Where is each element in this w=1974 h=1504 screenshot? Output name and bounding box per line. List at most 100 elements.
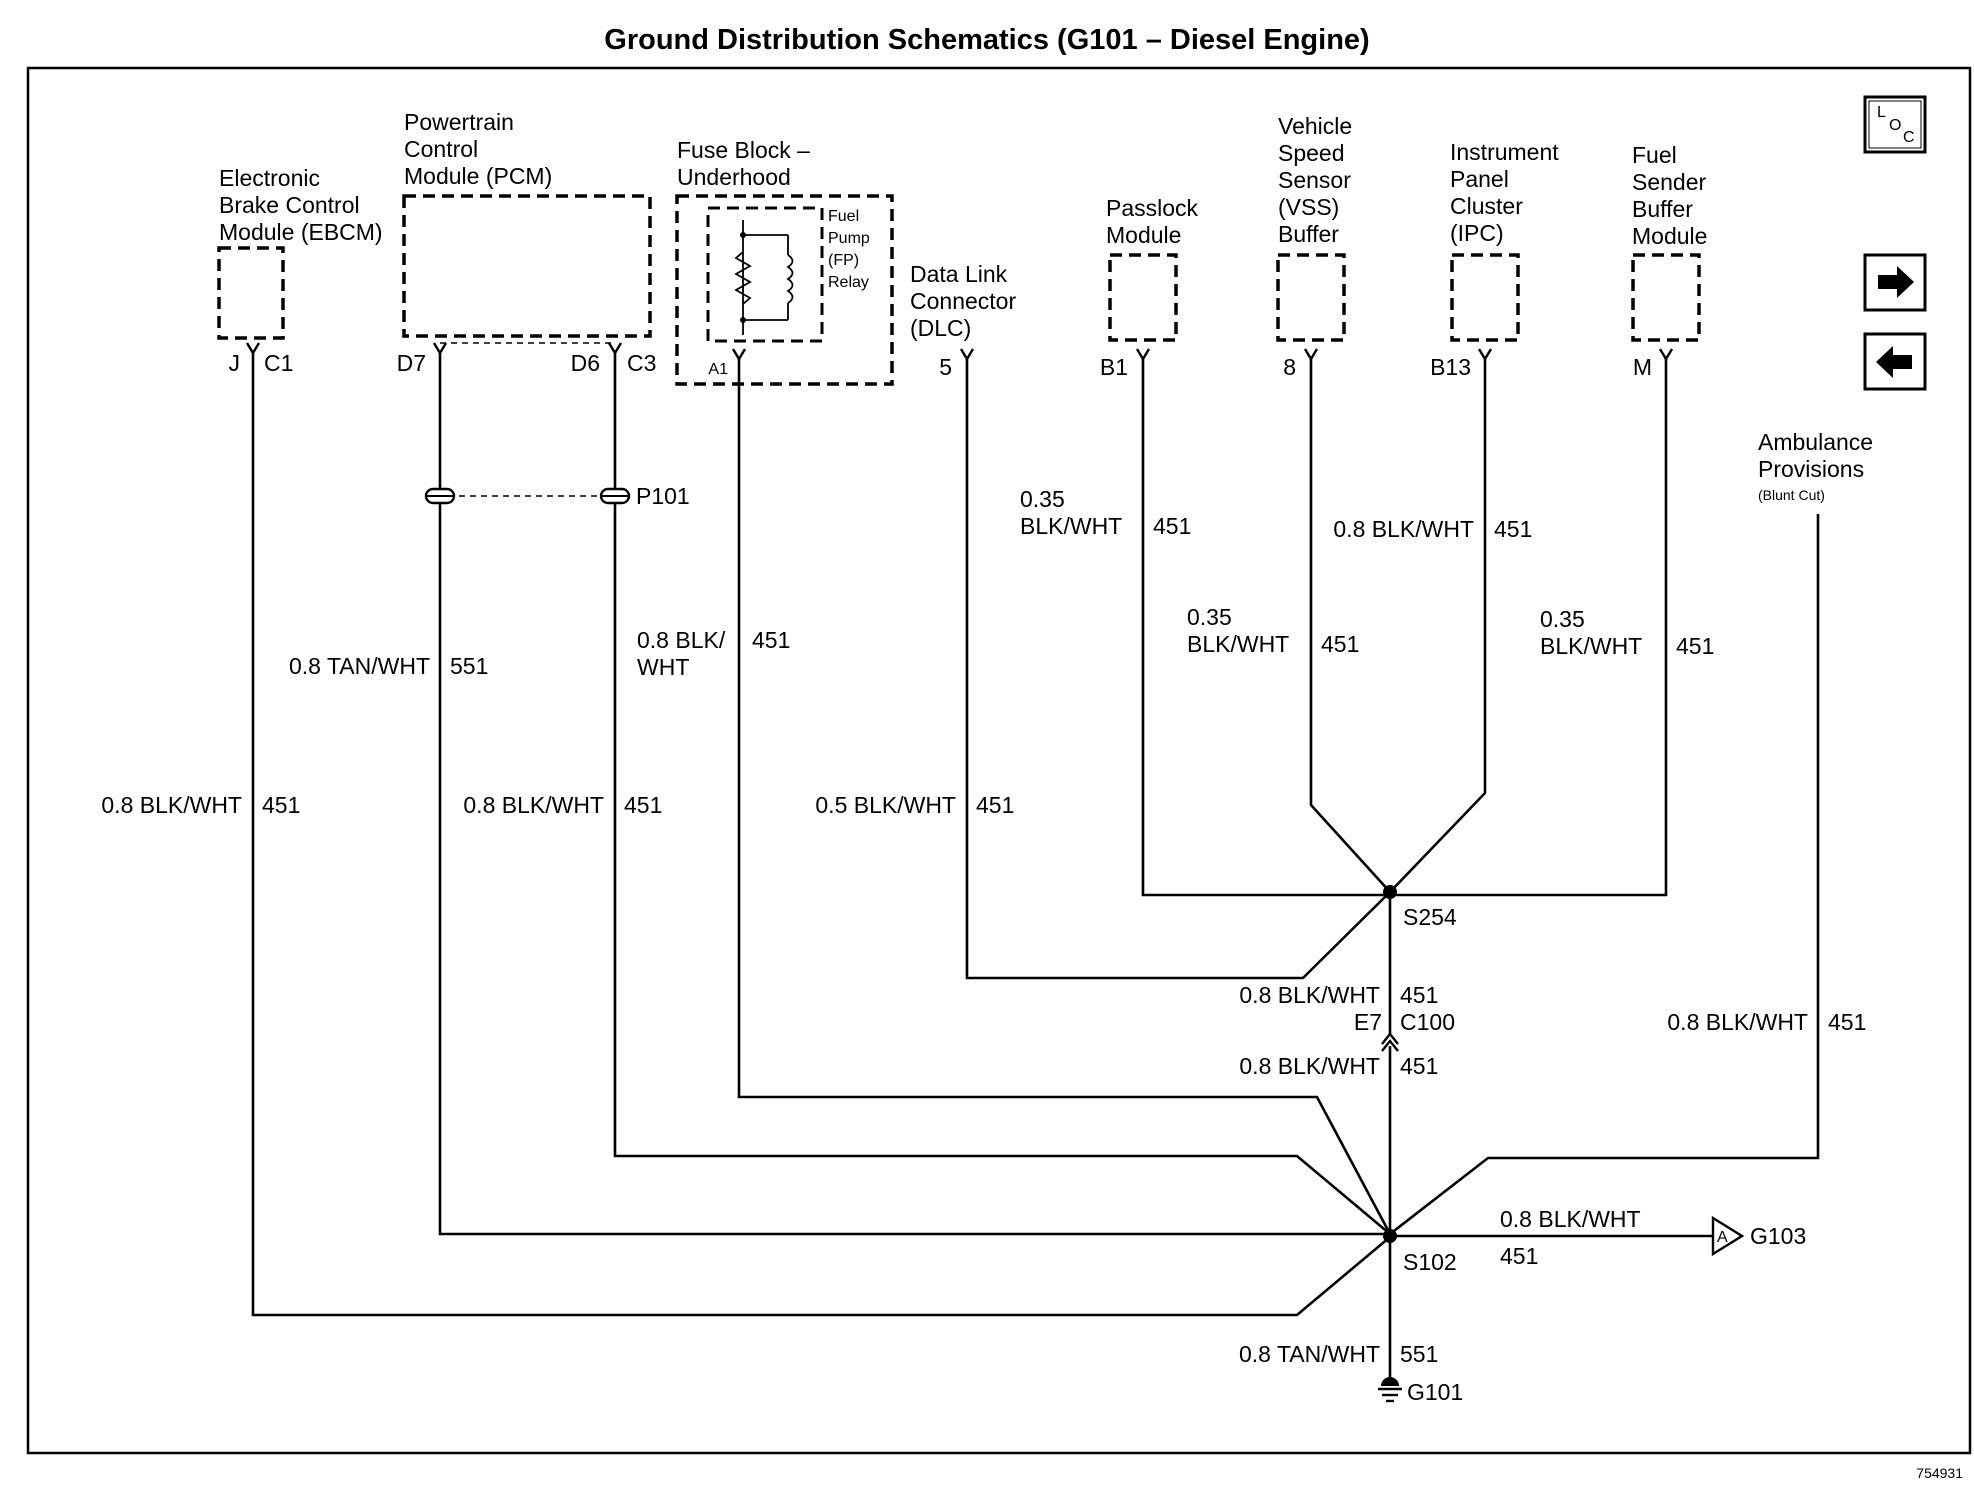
g101-wire-circuit: 551 bbox=[1400, 1341, 1438, 1367]
next-page-button[interactable] bbox=[1863, 253, 1927, 312]
pcm-module: Powertrain Control Module (PCM) bbox=[402, 109, 652, 338]
page-title: Ground Distribution Schematics (G101 – D… bbox=[604, 24, 1369, 56]
ipc-wire-color: 0.8 BLK/WHT bbox=[1333, 516, 1474, 542]
pcm-d7-wire-color: 0.8 TAN/WHT bbox=[289, 653, 430, 679]
pcm-pin-c3: C3 bbox=[627, 350, 656, 376]
ebcm-ground-wire bbox=[251, 353, 1391, 1317]
fuse-block-label-line2: Underhood bbox=[677, 164, 791, 190]
c100-s102-wire-color: 0.8 BLK/WHT bbox=[1239, 1053, 1380, 1079]
c100-s102-wire-circuit: 451 bbox=[1400, 1053, 1438, 1079]
svg-text:A: A bbox=[1717, 1229, 1728, 1246]
vss-label-line3: Sensor bbox=[1278, 167, 1351, 193]
pcm-pin-d7: D7 bbox=[397, 350, 426, 376]
ipc-ground-wire bbox=[1389, 359, 1487, 893]
vss-label-line5: Buffer bbox=[1278, 221, 1339, 247]
fuel-sender-wire-color-line2: BLK/WHT bbox=[1540, 633, 1642, 659]
vss-pin-8: 8 bbox=[1283, 354, 1296, 380]
splice-s254 bbox=[1383, 885, 1397, 899]
instrument-panel-cluster: Instrument Panel Cluster (IPC) bbox=[1450, 139, 1559, 342]
fuel-sender-pin-m: M bbox=[1633, 354, 1652, 380]
ipc-label-line4: (IPC) bbox=[1450, 220, 1504, 246]
passlock-wire-circuit: 451 bbox=[1153, 513, 1191, 539]
left-arrow-icon bbox=[1876, 346, 1912, 378]
fuse-block-underhood: Fuse Block – Underhood Fuel Pump (FP) Re… bbox=[675, 137, 894, 386]
g101-wire-color: 0.8 TAN/WHT bbox=[1239, 1341, 1380, 1367]
ambulance-ground-wire bbox=[1389, 514, 1820, 1236]
pcm-label-line3: Module (PCM) bbox=[404, 163, 552, 189]
dlc-pin-5: 5 bbox=[939, 354, 952, 380]
passlock-wire-color-line1: 0.35 bbox=[1020, 486, 1065, 512]
fuel-sender-label-line1: Fuel bbox=[1632, 142, 1677, 168]
ambulance-wire-circuit: 451 bbox=[1828, 1009, 1866, 1035]
g103-label: G103 bbox=[1750, 1223, 1806, 1249]
g103-ref-letter: A bbox=[1717, 1229, 1728, 1246]
c100-pin-e7: E7 bbox=[1354, 1009, 1382, 1035]
ambulance-provisions: Ambulance Provisions (Blunt Cut) bbox=[1758, 429, 1873, 503]
fuse-wire-color-line2: WHT bbox=[637, 654, 689, 680]
ipc-label-line2: Panel bbox=[1450, 166, 1509, 192]
svg-text:L: L bbox=[1877, 104, 1886, 121]
vss-wire-color-line2: BLK/WHT bbox=[1187, 631, 1289, 657]
fuse-wire-circuit: 451 bbox=[752, 627, 790, 653]
vss-buffer: Vehicle Speed Sensor (VSS) Buffer bbox=[1276, 113, 1352, 342]
blunt-cut-note: (Blunt Cut) bbox=[1758, 487, 1825, 503]
svg-text:C: C bbox=[1903, 129, 1915, 146]
pcm-d7-ground-wire bbox=[438, 353, 1390, 1236]
dlc-ground-wire bbox=[965, 359, 1391, 980]
pcm-d6-ground-wire bbox=[613, 353, 1391, 1235]
prev-page-button[interactable] bbox=[1863, 332, 1927, 391]
relay-label-line1: Fuel bbox=[828, 208, 859, 225]
ebcm-label-line1: Electronic bbox=[219, 165, 320, 191]
ipc-label-line3: Cluster bbox=[1450, 193, 1523, 219]
passlock-wire-color-line2: BLK/WHT bbox=[1020, 513, 1122, 539]
s254-label: S254 bbox=[1403, 904, 1457, 930]
fuse-block-label-line1: Fuse Block – bbox=[677, 137, 810, 163]
passlock-label-line2: Module bbox=[1106, 222, 1181, 248]
document-number: 754931 bbox=[1916, 1465, 1963, 1481]
fuel-sender-label-line2: Sender bbox=[1632, 169, 1707, 195]
vss-label-line4: (VSS) bbox=[1278, 194, 1339, 220]
ambulance-label-line2: Provisions bbox=[1758, 456, 1864, 482]
pcm-d6-wire-circuit: 451 bbox=[624, 792, 662, 818]
splice-s102 bbox=[1383, 1229, 1397, 1243]
fuel-sender-label-line3: Buffer bbox=[1632, 196, 1693, 222]
pcm-pin-d6: D6 bbox=[571, 350, 600, 376]
passlock-pin-b1: B1 bbox=[1100, 354, 1128, 380]
fuel-sender-wire-circuit: 451 bbox=[1676, 633, 1714, 659]
fuse-block-pin-a1: A1 bbox=[708, 361, 728, 378]
ipc-label-line1: Instrument bbox=[1450, 139, 1559, 165]
dlc-label-line2: Connector bbox=[910, 288, 1016, 314]
ebcm-pin-j: J bbox=[229, 350, 241, 376]
diagram-frame bbox=[26, 66, 1972, 1455]
ebcm-wire-circuit: 451 bbox=[262, 792, 300, 818]
vss-wire-circuit: 451 bbox=[1321, 631, 1359, 657]
p101-connector: P101 bbox=[424, 483, 690, 509]
passlock-module: Passlock Module bbox=[1106, 195, 1199, 342]
pcm-label-line2: Control bbox=[404, 136, 478, 162]
pcm-d7-wire-circuit: 551 bbox=[450, 653, 488, 679]
ebcm-pin-c1: C1 bbox=[264, 350, 293, 376]
ambulance-wire-color: 0.8 BLK/WHT bbox=[1667, 1009, 1808, 1035]
vss-label-line2: Speed bbox=[1278, 140, 1345, 166]
ipc-wire-circuit: 451 bbox=[1494, 516, 1532, 542]
fuel-sender-label-line4: Module bbox=[1632, 223, 1707, 249]
fuse-block-ground-wire bbox=[737, 359, 1392, 1235]
c100-label: C100 bbox=[1400, 1009, 1455, 1035]
vss-wire-color-line1: 0.35 bbox=[1187, 604, 1232, 630]
ebcm-module: Electronic Brake Control Module (EBCM) bbox=[217, 165, 383, 340]
ebcm-label-line3: Module (EBCM) bbox=[219, 219, 383, 245]
s254-c100-wire-circuit: 451 bbox=[1400, 982, 1438, 1008]
dlc-wire-circuit: 451 bbox=[976, 792, 1014, 818]
vss-label-line1: Vehicle bbox=[1278, 113, 1352, 139]
fuse-wire-color-line1: 0.8 BLK/ bbox=[637, 627, 726, 653]
dlc-label-line1: Data Link bbox=[910, 261, 1008, 287]
svg-text:O: O bbox=[1889, 117, 1901, 134]
ebcm-wire-color: 0.8 BLK/WHT bbox=[101, 792, 242, 818]
p101-label: P101 bbox=[636, 483, 690, 509]
loc-icon[interactable]: L O C bbox=[1863, 95, 1927, 154]
s254-c100-wire-color: 0.8 BLK/WHT bbox=[1239, 982, 1380, 1008]
ebcm-label-line2: Brake Control bbox=[219, 192, 360, 218]
g101-ground-icon: G101 bbox=[1378, 1377, 1463, 1405]
fuel-pump-relay: Fuel Pump (FP) Relay bbox=[706, 206, 870, 343]
